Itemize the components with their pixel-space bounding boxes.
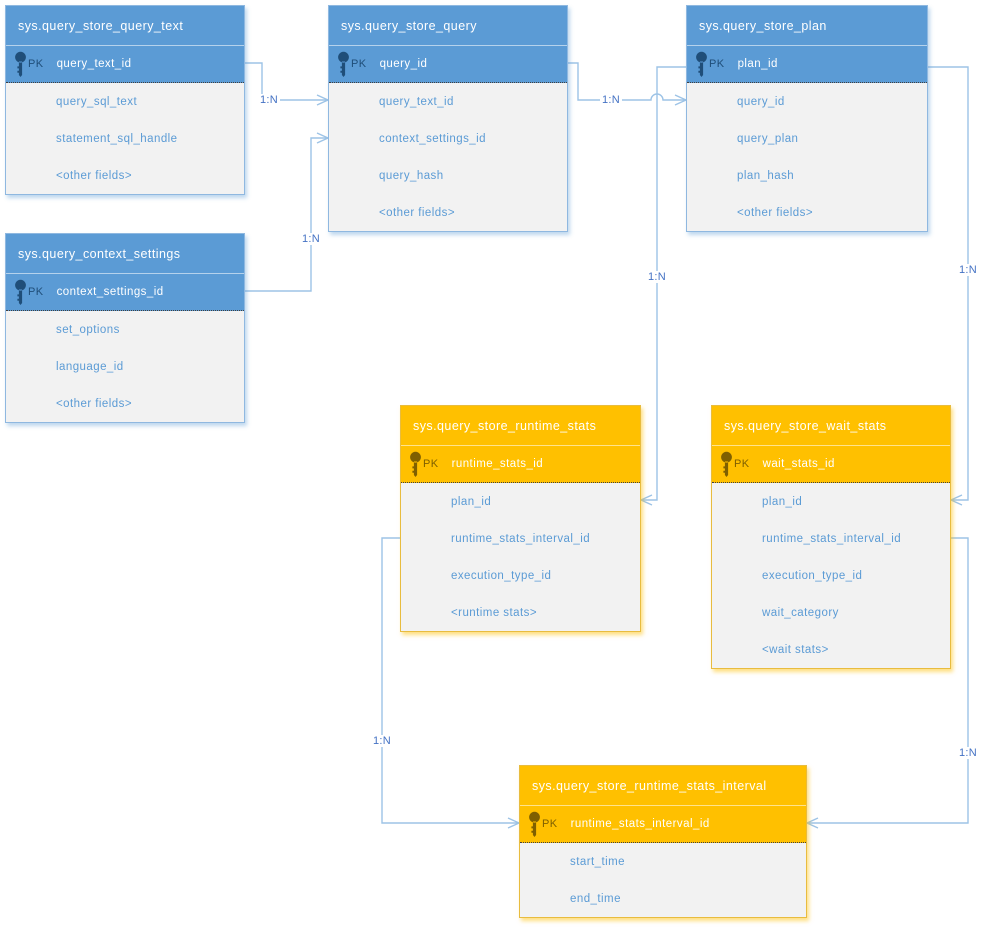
key-icon [721,451,732,477]
cardinality-label: 1:N [645,271,669,283]
pk-row: PK wait_stats_id [712,445,950,483]
table-query-store-plan: sys.query_store_plan PK plan_id query_id… [686,5,928,232]
field-row: end_time [570,892,621,905]
table-query-context-settings: sys.query_context_settings PK context_se… [5,233,245,423]
key-icon [696,51,707,77]
field-row: language_id [56,360,124,373]
pk-field-name: runtime_stats_id [451,458,544,470]
connector-query-to-plan [568,62,688,106]
field-list: query_id query_plan plan_hash <other fie… [687,83,927,231]
pk-field-name: context_settings_id [56,286,164,298]
cardinality-label: 1:N [257,94,281,106]
table-title: sys.query_store_query_text [6,6,244,45]
field-row: <other fields> [379,206,455,219]
pk-row: PK query_text_id [6,45,244,83]
cardinality-label: 1:N [299,233,323,245]
field-row: <other fields> [737,206,813,219]
field-list: query_sql_text statement_sql_handle <oth… [6,83,244,194]
field-row: <wait stats> [762,643,829,656]
field-row: query_plan [737,132,799,145]
connector-waitstats-to-interval [805,537,969,829]
key-icon [529,811,540,837]
cardinality-label: 1:N [956,264,980,276]
field-row: statement_sql_handle [56,132,178,145]
field-row: plan_hash [737,169,795,182]
field-row: query_sql_text [56,95,138,108]
field-row: runtime_stats_interval_id [451,532,591,545]
connector-plan-to-waitstats [928,66,969,506]
field-row: execution_type_id [762,569,863,582]
table-title: sys.query_context_settings [6,234,244,273]
pk-badge: PK [709,58,725,70]
field-row: wait_category [762,606,839,619]
table-title: sys.query_store_plan [687,6,927,45]
pk-badge: PK [423,458,439,470]
table-title: sys.query_store_runtime_stats [401,406,640,445]
key-icon [15,51,26,77]
pk-row: PK runtime_stats_interval_id [520,805,806,843]
pk-badge: PK [542,818,558,830]
connector-plan-to-runtimestats [639,66,686,506]
pk-field-name: runtime_stats_interval_id [570,818,710,830]
key-icon [410,451,421,477]
pk-badge: PK [351,58,367,70]
pk-badge: PK [734,458,750,470]
field-list: start_time end_time [520,843,806,917]
pk-row: PK runtime_stats_id [401,445,640,483]
connector-contextsettings-to-query [245,132,330,292]
field-list: plan_id runtime_stats_interval_id execut… [712,483,950,668]
table-title: sys.query_store_query [329,6,567,45]
table-query-store-wait-stats: sys.query_store_wait_stats PK wait_stats… [711,405,951,669]
field-row: query_hash [379,169,444,182]
field-row: query_id [737,95,785,108]
table-query-store-query: sys.query_store_query PK query_id query_… [328,5,568,232]
field-row: plan_id [762,495,803,508]
field-row: set_options [56,323,120,336]
field-row: query_text_id [379,95,454,108]
key-icon [15,279,26,305]
table-query-store-runtime-stats: sys.query_store_runtime_stats PK runtime… [400,405,641,632]
pk-badge: PK [28,58,44,70]
field-list: set_options language_id <other fields> [6,311,244,422]
field-row: start_time [570,855,625,868]
pk-row: PK context_settings_id [6,273,244,311]
pk-row: PK plan_id [687,45,927,83]
pk-field-name: wait_stats_id [762,458,835,470]
field-row: <other fields> [56,169,132,182]
field-row: context_settings_id [379,132,487,145]
table-query-store-query-text: sys.query_store_query_text PK query_text… [5,5,245,195]
key-icon [338,51,349,77]
cardinality-label: 1:N [956,747,980,759]
pk-row: PK query_id [329,45,567,83]
field-list: plan_id runtime_stats_interval_id execut… [401,483,640,631]
pk-badge: PK [28,286,44,298]
field-row: <other fields> [56,397,132,410]
field-row: <runtime stats> [451,606,538,619]
cardinality-label: 1:N [370,735,394,747]
field-row: runtime_stats_interval_id [762,532,902,545]
table-title: sys.query_store_wait_stats [712,406,950,445]
field-list: query_text_id context_settings_id query_… [329,83,567,231]
pk-field-name: query_id [379,58,428,70]
cardinality-label: 1:N [599,94,623,106]
table-query-store-runtime-stats-interval: sys.query_store_runtime_stats_interval P… [519,765,807,918]
pk-field-name: plan_id [737,58,778,70]
field-row: plan_id [451,495,492,508]
table-title: sys.query_store_runtime_stats_interval [520,766,806,805]
field-row: execution_type_id [451,569,552,582]
pk-field-name: query_text_id [56,58,132,70]
